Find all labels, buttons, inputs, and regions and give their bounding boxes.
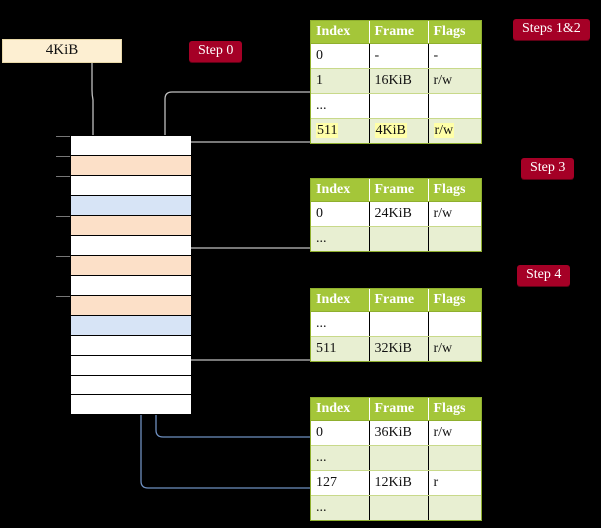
cell-frame bbox=[369, 226, 429, 251]
cell-frame: 24KiB bbox=[369, 201, 429, 227]
memory-frame-row bbox=[71, 156, 191, 176]
table-row-highlighted: 511 4KiB r/w bbox=[311, 118, 481, 144]
cell-index: 0 bbox=[311, 43, 370, 69]
cell-frame: - bbox=[369, 43, 429, 69]
column-header-flags: Flags bbox=[428, 289, 481, 312]
table-row: ... bbox=[311, 311, 481, 337]
cell-index: ... bbox=[311, 445, 370, 471]
table-header-row: Index Frame Flags bbox=[311, 21, 481, 44]
tick-mark bbox=[56, 176, 70, 177]
memory-frame-row bbox=[71, 256, 191, 276]
cell-index: ... bbox=[311, 311, 370, 337]
cell-frame: 16KiB bbox=[369, 68, 429, 94]
memory-frame-row bbox=[71, 196, 191, 216]
memory-frame-row bbox=[71, 216, 191, 236]
table-row: ... bbox=[311, 93, 481, 119]
memory-frame-row bbox=[71, 376, 191, 395]
cell-index: ... bbox=[311, 495, 370, 520]
badge-steps-1-and-2: Steps 1&2 bbox=[513, 19, 590, 40]
cell-flags: r/w bbox=[428, 201, 481, 227]
column-header-flags: Flags bbox=[428, 398, 481, 421]
column-header-index: Index bbox=[311, 289, 370, 312]
page-table-level1: Index Frame Flags 0 36KiB r/w ... 127 bbox=[310, 397, 482, 521]
cell-frame bbox=[369, 93, 429, 119]
cell-index: 1 bbox=[311, 68, 370, 94]
badge-step-4: Step 4 bbox=[517, 265, 571, 286]
cell-index: 511 bbox=[311, 118, 370, 143]
cell-index: ... bbox=[311, 93, 370, 119]
column-header-index: Index bbox=[311, 21, 370, 44]
cell-frame bbox=[369, 311, 429, 337]
physical-memory-column bbox=[70, 135, 191, 415]
table-row: 127 12KiB r bbox=[311, 470, 481, 496]
tick-mark bbox=[56, 136, 70, 137]
cell-frame: 36KiB bbox=[369, 420, 429, 446]
badge-step-3: Step 3 bbox=[521, 158, 575, 179]
cell-flags: r/w bbox=[428, 119, 481, 144]
cell-frame bbox=[369, 445, 429, 471]
tick-mark bbox=[56, 156, 70, 157]
memory-frame-row bbox=[71, 236, 191, 256]
column-header-index: Index bbox=[311, 398, 370, 421]
memory-frame-row bbox=[71, 276, 191, 296]
memory-frame-row bbox=[71, 296, 191, 316]
cell-flags: r/w bbox=[428, 68, 481, 94]
cell-flags bbox=[428, 311, 481, 337]
table-row: 1 16KiB r/w bbox=[311, 68, 481, 94]
cell-index: 127 bbox=[311, 470, 370, 496]
page-table-level2: Index Frame Flags ... 511 32KiB r/w bbox=[310, 288, 482, 362]
column-header-frame: Frame bbox=[369, 289, 429, 312]
page-table-level3: Index Frame Flags 0 24KiB r/w ... bbox=[310, 178, 482, 252]
column-header-index: Index bbox=[311, 179, 370, 202]
column-header-flags: Flags bbox=[428, 21, 481, 44]
table-row: ... bbox=[311, 226, 481, 252]
cell-frame: 32KiB bbox=[369, 336, 429, 361]
cell-frame bbox=[369, 495, 429, 520]
memory-frame-row bbox=[71, 395, 191, 414]
cell-flags: r/w bbox=[428, 420, 481, 446]
tick-mark bbox=[56, 256, 70, 257]
table-row: 511 32KiB r/w bbox=[311, 336, 481, 361]
table-row: ... bbox=[311, 495, 481, 521]
cell-index: 0 bbox=[311, 201, 370, 227]
tick-mark bbox=[56, 216, 70, 217]
column-header-frame: Frame bbox=[369, 179, 429, 202]
cell-frame: 4KiB bbox=[369, 118, 429, 143]
memory-frame-row bbox=[71, 136, 191, 156]
memory-frame-row bbox=[71, 176, 191, 196]
table-row: 0 - - bbox=[311, 43, 481, 69]
cell-flags bbox=[428, 93, 481, 119]
cell-index: 0 bbox=[311, 420, 370, 446]
table-row: 0 36KiB r/w bbox=[311, 420, 481, 446]
cell-flags-text: r/w bbox=[433, 123, 455, 138]
memory-frame-row bbox=[71, 356, 191, 376]
badge-step-0: Step 0 bbox=[189, 41, 243, 62]
table-header-row: Index Frame Flags bbox=[311, 398, 481, 421]
cell-index: ... bbox=[311, 226, 370, 251]
table-row: ... bbox=[311, 445, 481, 471]
table-header-row: Index Frame Flags bbox=[311, 289, 481, 312]
memory-frame-row bbox=[71, 316, 191, 336]
cell-flags: - bbox=[428, 43, 481, 69]
memory-frame-row bbox=[71, 336, 191, 356]
cell-flags bbox=[428, 496, 481, 521]
cell-flags bbox=[428, 445, 481, 471]
tick-mark bbox=[56, 296, 70, 297]
column-header-frame: Frame bbox=[369, 398, 429, 421]
cell-index-text: 511 bbox=[316, 123, 339, 138]
column-header-flags: Flags bbox=[428, 179, 481, 202]
cell-flags bbox=[428, 227, 481, 252]
table-row: 0 24KiB r/w bbox=[311, 201, 481, 227]
page-table-level4: Index Frame Flags 0 - - 1 16KiB r/w ... bbox=[310, 20, 482, 144]
column-header-frame: Frame bbox=[369, 21, 429, 44]
cell-flags: r bbox=[428, 470, 481, 496]
cell-frame: 12KiB bbox=[369, 470, 429, 496]
cell-frame-text: 4KiB bbox=[374, 123, 407, 138]
source-page-box: 4KiB bbox=[2, 39, 122, 63]
table-header-row: Index Frame Flags bbox=[311, 179, 481, 202]
cell-flags: r/w bbox=[433, 341, 453, 356]
cell-index: 511 bbox=[311, 336, 370, 361]
